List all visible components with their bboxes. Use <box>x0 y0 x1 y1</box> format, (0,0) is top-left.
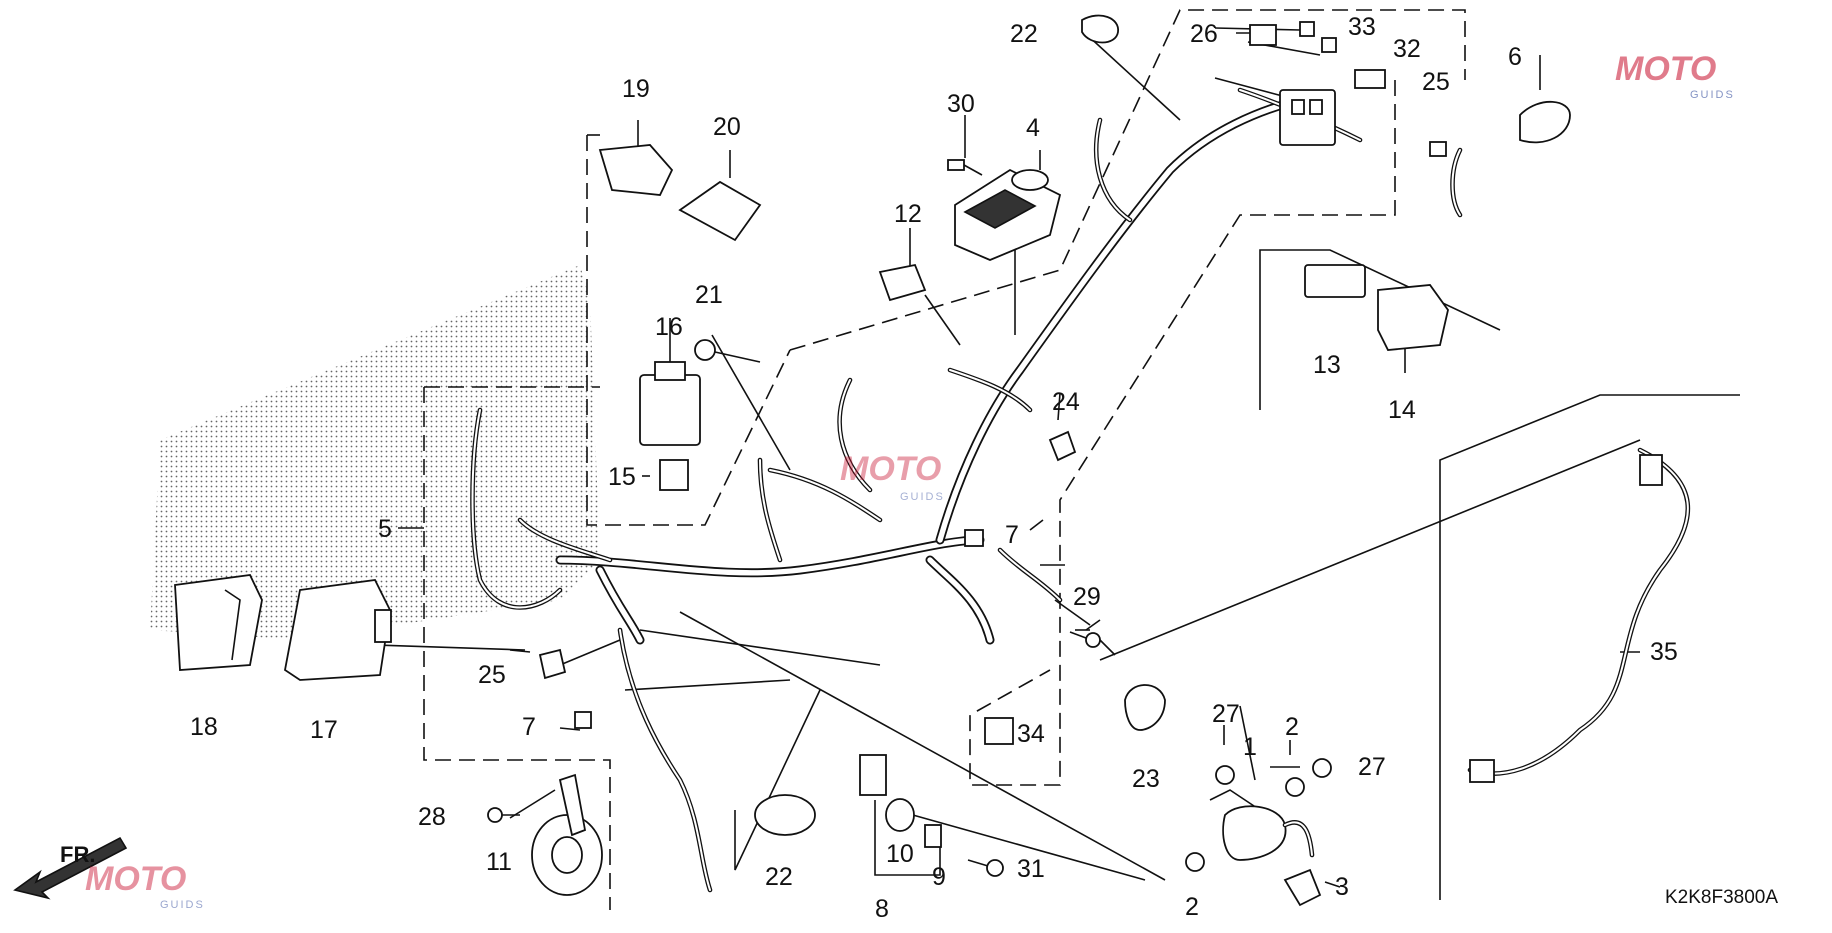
callout-21: 21 <box>695 281 723 309</box>
callout-7-right: 7 <box>1005 521 1019 549</box>
callout-10: 10 <box>886 840 914 868</box>
watermark-top-right: MOTO GUIDS <box>1615 50 1735 101</box>
part-clip-7-right <box>964 529 984 547</box>
callout-31: 31 <box>1017 855 1045 883</box>
callout-labels: 1 2 2 3 4 5 6 7 7 8 9 10 11 12 13 14 15 … <box>190 13 1678 923</box>
part-connector-13 <box>1304 264 1366 298</box>
callout-12: 12 <box>894 200 922 228</box>
front-label: FR. <box>60 842 95 867</box>
watermark-brand: MOTO <box>85 860 186 898</box>
front-arrow: FR. <box>13 836 128 900</box>
reference-frames <box>423 9 1740 910</box>
callout-13: 13 <box>1313 351 1341 379</box>
part-clip-24 <box>1048 430 1077 462</box>
watermark-center: MOTO GUIDS <box>840 450 945 503</box>
callout-2-upper: 2 <box>1285 713 1299 741</box>
part-washer-2-lower <box>1185 852 1205 872</box>
part-relay-34 <box>984 717 1014 745</box>
part-turn-lamp-6 <box>1429 100 1571 157</box>
callout-19: 19 <box>622 75 650 103</box>
callout-11: 11 <box>486 848 512 876</box>
leader-lines <box>374 27 1640 888</box>
callout-2-lower: 2 <box>1185 893 1199 921</box>
callout-28: 28 <box>418 803 446 831</box>
callout-9: 9 <box>932 863 946 891</box>
watermark-sub: GUIDS <box>1690 89 1735 101</box>
callout-34: 34 <box>1017 720 1045 748</box>
part-cable-tie-22-bottom <box>754 794 816 836</box>
watermark-sub: GUIDS <box>160 899 205 911</box>
callout-35: 35 <box>1650 638 1678 666</box>
part-bolt-31 <box>967 859 1004 877</box>
part-bolt-28 <box>487 807 520 823</box>
callout-26: 26 <box>1190 20 1218 48</box>
part-grommet-10 <box>885 798 915 832</box>
part-washer-2-upper <box>1285 777 1305 797</box>
callout-16: 16 <box>655 313 683 341</box>
part-relay-19 <box>598 144 674 196</box>
main-harness <box>470 87 1691 893</box>
part-connector-26 <box>1249 24 1277 46</box>
watermark-sub: GUIDS <box>900 491 945 503</box>
callout-15: 15 <box>608 463 636 491</box>
diagram-code: K2K8F3800A <box>1665 887 1778 908</box>
part-collar-9 <box>924 824 942 848</box>
callout-32: 32 <box>1393 35 1421 63</box>
callout-27-left: 27 <box>1212 700 1240 728</box>
part-bolt-30 <box>947 159 983 176</box>
part-bracket-20 <box>678 180 762 242</box>
part-fuse-32 <box>1321 37 1337 53</box>
part-bolt-29 <box>1069 631 1101 648</box>
part-regulator-4 <box>954 168 1062 261</box>
watermark-brand: MOTO <box>1615 50 1716 88</box>
watermark-bottom-left: MOTO GUIDS <box>85 860 205 911</box>
part-bolt-27-right <box>1312 758 1332 778</box>
callout-20: 20 <box>713 113 741 141</box>
part-relay-15 <box>659 459 689 491</box>
part-socket-8 <box>859 754 887 796</box>
callout-24: 24 <box>1052 388 1080 416</box>
callout-5: 5 <box>378 515 392 543</box>
part-ecu-17 <box>284 579 392 681</box>
part-connector-12 <box>878 263 927 302</box>
part-bolt-27-left <box>1215 765 1235 785</box>
part-clip-25-left <box>538 648 567 680</box>
part-cover-18 <box>174 574 263 671</box>
part-sensor-cable-35 <box>1469 454 1663 783</box>
part-fuse-33 <box>1299 21 1315 37</box>
callout-8: 8 <box>875 895 889 923</box>
part-relay-16 <box>639 361 701 446</box>
part-grommet-23 <box>1124 684 1166 731</box>
callout-25-top: 25 <box>1422 68 1450 96</box>
callout-27-right: 27 <box>1358 753 1386 781</box>
callout-3: 3 <box>1335 873 1349 901</box>
watermark-brand: MOTO <box>840 450 941 488</box>
callout-7-left: 7 <box>522 713 536 741</box>
part-connector-25-top <box>1354 69 1386 89</box>
callout-18: 18 <box>190 713 218 741</box>
callout-22-bottom: 22 <box>765 863 793 891</box>
callout-23: 23 <box>1132 765 1160 793</box>
part-horn-11 <box>531 773 603 896</box>
callout-17: 17 <box>310 716 338 744</box>
part-relay-14 <box>1377 284 1449 351</box>
part-plug-cap-3 <box>1283 868 1322 907</box>
callout-4: 4 <box>1026 114 1040 142</box>
callout-22-top: 22 <box>1010 20 1038 48</box>
callout-25-left: 25 <box>478 661 506 689</box>
part-cable-tie-21 <box>694 339 761 363</box>
callout-30: 30 <box>947 90 975 118</box>
stipple-shadow <box>150 265 600 640</box>
callout-1: 1 <box>1243 733 1257 761</box>
part-fuse-box <box>1279 89 1336 146</box>
part-clip-7-left <box>574 711 592 729</box>
part-ignition-coil-1 <box>1222 805 1315 861</box>
part-wire-clamp <box>1081 14 1119 44</box>
callout-6: 6 <box>1508 43 1522 71</box>
callout-33: 33 <box>1348 13 1376 41</box>
callout-14: 14 <box>1388 396 1416 424</box>
callout-29: 29 <box>1073 583 1101 611</box>
